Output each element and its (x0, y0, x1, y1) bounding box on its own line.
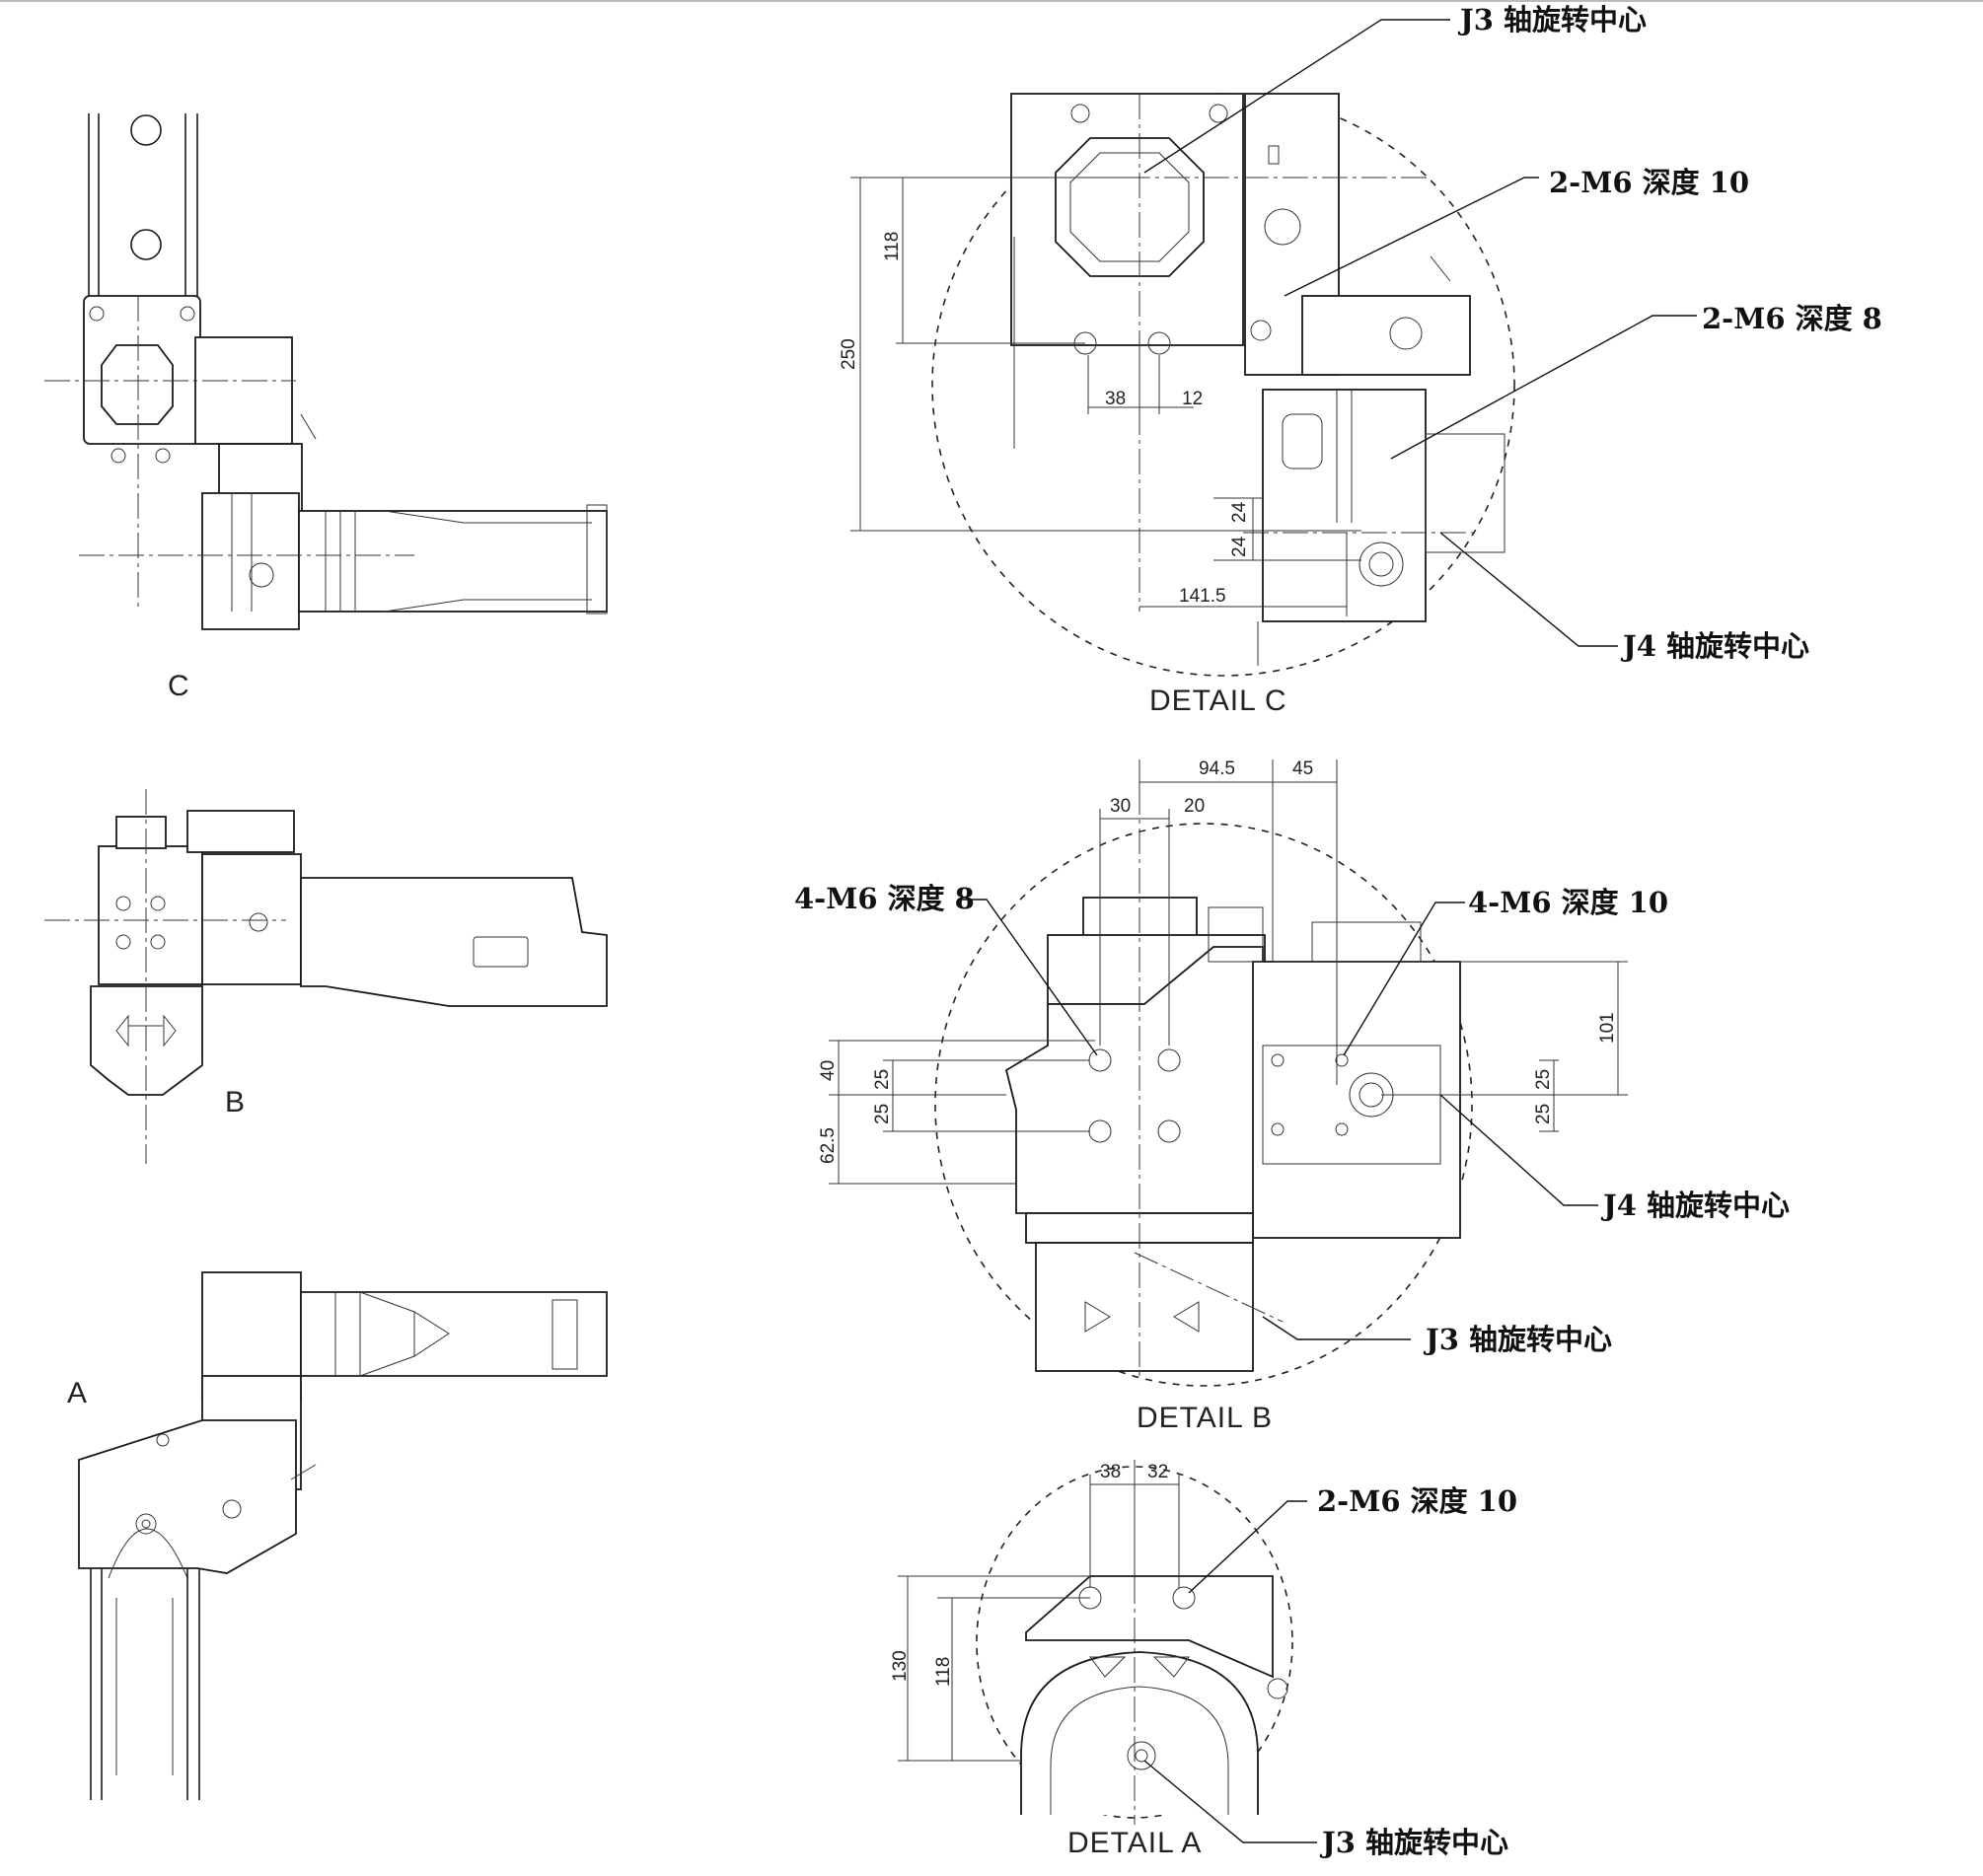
callout-b-4m6-depth8: 4-M6 深度 8 (794, 882, 975, 915)
callout-b-j3-center: J3 轴旋转中心 (1423, 1323, 1612, 1356)
dim-c-38: 38 (1105, 389, 1126, 409)
detail-b-drawing (829, 759, 1628, 1387)
dim-c-24b: 24 (1229, 536, 1250, 557)
detail-a-label: DETAIL A (1067, 1827, 1202, 1859)
view-a-label: A (67, 1377, 88, 1409)
callout-c-2m6-depth8: 2-M6 深度 8 (1702, 302, 1882, 335)
detail-c-label: DETAIL C (1149, 685, 1287, 717)
callout-a-j3-center: J3 轴旋转中心 (1319, 1826, 1508, 1859)
callout-c-2m6-depth10: 2-M6 深度 10 (1549, 166, 1749, 199)
dim-b-25d: 25 (1533, 1104, 1554, 1124)
view-b-drawing (44, 789, 608, 1164)
dim-b-101: 101 (1597, 1012, 1618, 1044)
view-b-label: B (225, 1086, 246, 1118)
dim-b-45: 45 (1292, 758, 1313, 779)
callout-b-j4-center: J4 轴旋转中心 (1600, 1189, 1790, 1222)
dim-c-118: 118 (882, 232, 903, 261)
dim-c-24a: 24 (1229, 501, 1250, 523)
detail-a-drawing (898, 1460, 1317, 1843)
dim-a-118: 118 (933, 1657, 954, 1687)
dim-a-32: 32 (1147, 1462, 1168, 1482)
view-c-label: C (168, 670, 190, 702)
dim-c-12: 12 (1182, 389, 1203, 409)
dim-b-25b: 25 (872, 1104, 893, 1124)
callout-b-4m6-depth10: 4-M6 深度 10 (1468, 886, 1668, 919)
callout-c-j3-center: J3 轴旋转中心 (1457, 3, 1647, 36)
dim-c-141: 141.5 (1179, 586, 1226, 607)
dim-b-62: 62.5 (818, 1127, 839, 1164)
callout-a-2m6-depth10: 2-M6 深度 10 (1317, 1484, 1517, 1518)
dim-b-94: 94.5 (1199, 758, 1235, 779)
dim-c-250: 250 (839, 338, 859, 370)
detail-b-label: DETAIL B (1137, 1402, 1273, 1434)
dim-b-40: 40 (818, 1060, 839, 1081)
dim-a-38: 38 (1100, 1462, 1121, 1482)
dim-a-130: 130 (890, 1650, 911, 1682)
view-c-drawing (44, 113, 608, 630)
dim-b-20: 20 (1184, 796, 1205, 817)
dim-b-25c: 25 (1533, 1069, 1554, 1090)
view-a-drawing (78, 1271, 608, 1800)
callout-c-j4-center: J4 轴旋转中心 (1620, 629, 1809, 663)
dim-b-25a: 25 (872, 1069, 893, 1090)
detail-c-drawing (850, 19, 1697, 677)
dim-b-30: 30 (1110, 796, 1131, 817)
